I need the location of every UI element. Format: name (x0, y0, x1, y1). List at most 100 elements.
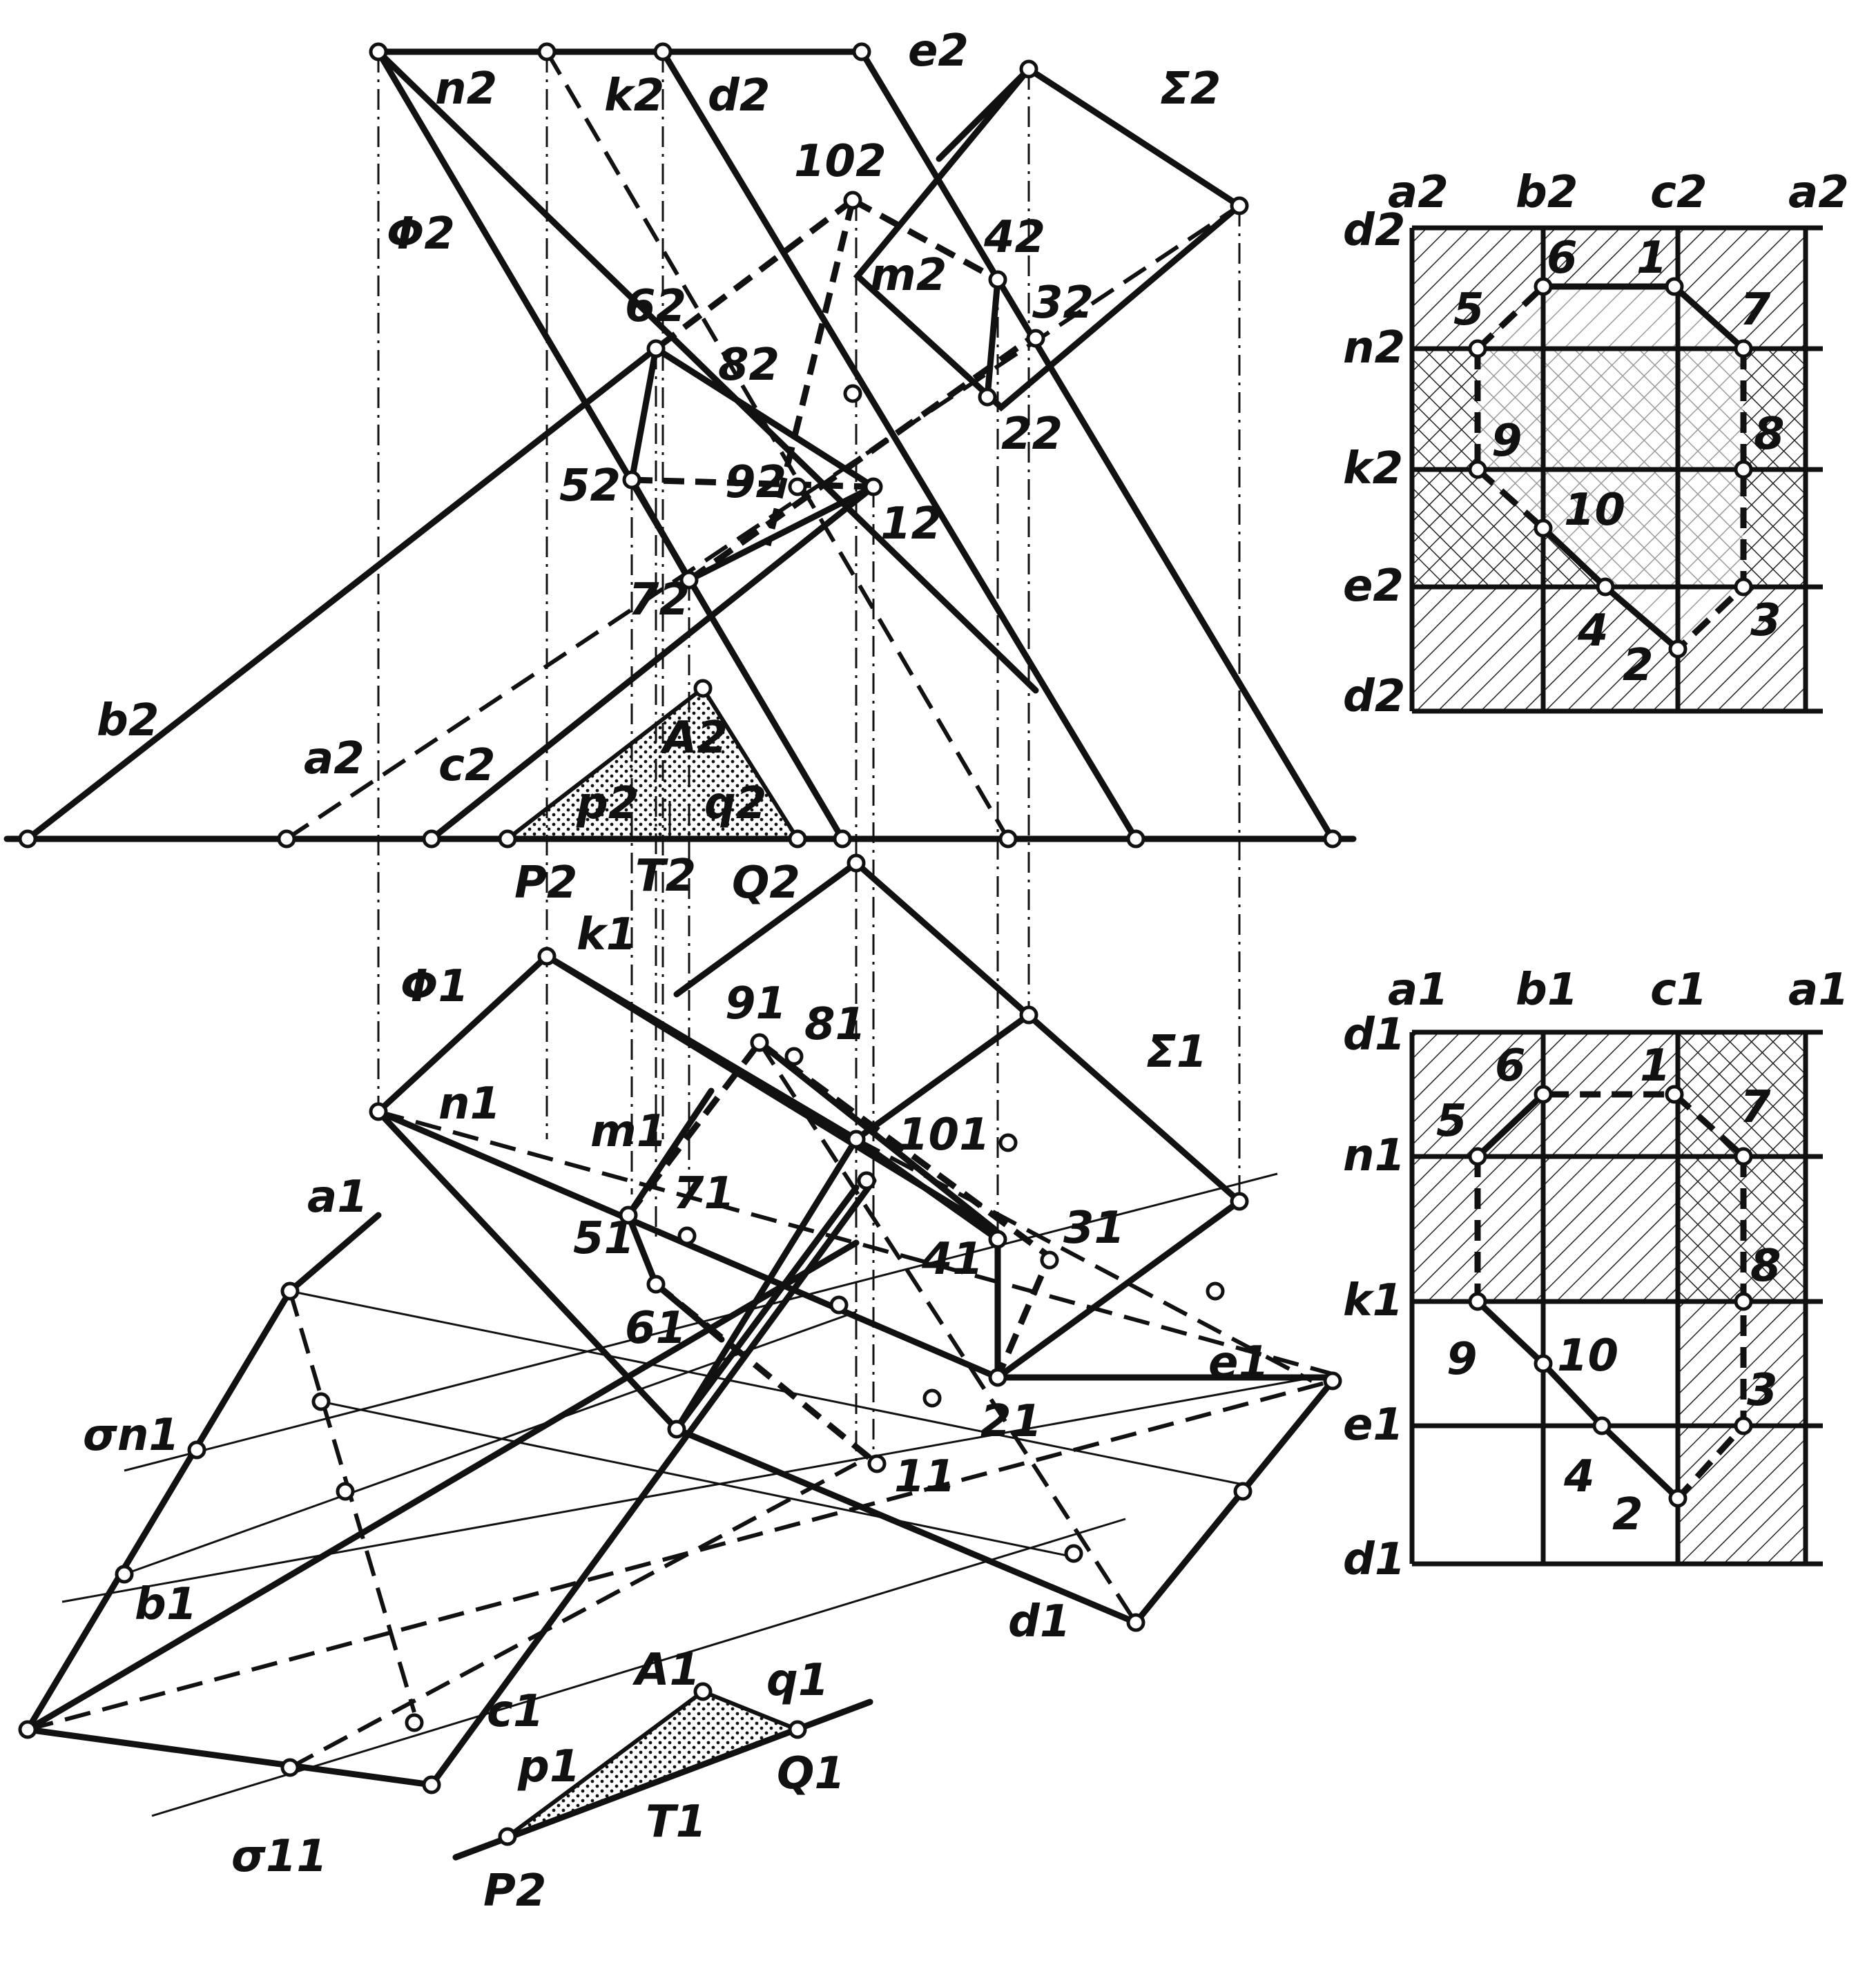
front-view: n2 k2 d2 e2 Σ2 Φ2 102 42 m2 32 62 82 22 … (3, 26, 1357, 1464)
grid-front-unfolding: a2 b2 c2 a2 d2 n2 k2 e2 d2 5 6 1 7 9 8 1… (1343, 167, 1849, 722)
label-10-2: 102 (794, 136, 887, 187)
label-P2-lower: P2 (483, 1866, 546, 1917)
label-sigma2: Σ2 (1160, 64, 1221, 115)
label-P2: P2 (514, 858, 577, 909)
label-d1: d1 (1008, 1596, 1070, 1647)
edge-n2 (375, 48, 1039, 694)
pyramid-sigma2 (853, 65, 1245, 412)
label-b1: b1 (135, 1579, 197, 1630)
svg-text:6: 6 (1495, 1040, 1526, 1092)
label-A1: A1 (632, 1645, 700, 1696)
label-8-2: 82 (718, 340, 780, 391)
label-T1: T1 (646, 1797, 706, 1848)
svg-text:9: 9 (1447, 1334, 1478, 1385)
svg-text:a2: a2 (1388, 167, 1449, 218)
label-7-1: 71 (673, 1168, 735, 1219)
svg-text:k1: k1 (1343, 1275, 1403, 1326)
label-sigma1: Σ1 (1146, 1027, 1207, 1078)
svg-text:k2: k2 (1343, 443, 1403, 494)
label-6-2: 62 (625, 281, 686, 332)
line-a2 (285, 204, 1241, 841)
svg-text:10: 10 (1564, 485, 1625, 536)
label-p1: p1 (517, 1741, 580, 1792)
edge-k2 (545, 50, 1010, 840)
line-b2 (24, 345, 659, 842)
label-3-1: 31 (1063, 1203, 1125, 1254)
svg-text:3: 3 (1747, 1365, 1778, 1416)
points-front (18, 42, 1342, 849)
label-8-1: 81 (804, 999, 866, 1050)
label-10-1: 101 (898, 1110, 990, 1161)
grid-top-unfolding: a1 b1 c1 a1 d1 n1 k1 e1 d1 6 1 5 7 8 9 1… (1343, 965, 1849, 1585)
svg-text:5: 5 (1453, 284, 1485, 336)
label-k2: k2 (604, 70, 664, 122)
triangle-A2 (501, 685, 802, 841)
label-p2: p2 (576, 778, 639, 829)
svg-text:6: 6 (1547, 233, 1578, 284)
label-b2: b2 (97, 695, 159, 746)
svg-text:10: 10 (1557, 1330, 1618, 1382)
label-n1: n1 (438, 1078, 501, 1130)
svg-text:d1: d1 (1343, 1534, 1405, 1585)
points-top (18, 853, 1342, 1846)
label-3-2: 32 (1032, 278, 1094, 329)
label-a2: a2 (304, 733, 365, 784)
svg-text:n1: n1 (1343, 1130, 1405, 1181)
label-5-1: 51 (573, 1213, 635, 1264)
label-c1: c1 (487, 1686, 543, 1737)
label-e2: e2 (908, 26, 969, 77)
svg-text:a1: a1 (1388, 965, 1449, 1016)
label-1-1: 11 (894, 1451, 956, 1502)
label-e1: e1 (1208, 1337, 1269, 1388)
label-7-2: 72 (628, 574, 690, 626)
line-c2 (428, 483, 877, 842)
label-phi1: Φ1 (400, 961, 469, 1012)
label-4-2: 42 (983, 212, 1045, 263)
svg-text:7: 7 (1740, 284, 1771, 336)
svg-text:b1: b1 (1516, 965, 1578, 1016)
svg-text:8: 8 (1750, 1241, 1781, 1292)
svg-text:c2: c2 (1650, 167, 1707, 218)
label-m2: m2 (870, 250, 947, 301)
label-A2: A2 (659, 713, 728, 764)
svg-text:b2: b2 (1516, 167, 1578, 218)
svg-text:5: 5 (1436, 1096, 1467, 1147)
svg-text:n2: n2 (1343, 322, 1405, 374)
line-c1 (428, 1177, 877, 1788)
edge-e2 (858, 48, 1336, 842)
label-m1: m1 (590, 1106, 667, 1157)
label-T2: T2 (635, 851, 696, 902)
label-1-2: 12 (880, 498, 942, 550)
svg-text:e2: e2 (1343, 561, 1404, 612)
label-9-1: 91 (725, 978, 786, 1029)
label-Q1: Q1 (777, 1748, 845, 1799)
label-d2: d2 (708, 70, 770, 122)
svg-text:1: 1 (1640, 1040, 1671, 1092)
svg-text:4: 4 (1577, 606, 1609, 657)
label-sigma-1-1: σ11 (231, 1831, 327, 1882)
label-q1: q1 (766, 1655, 829, 1706)
svg-text:8: 8 (1754, 409, 1785, 460)
section-polygon-top (543, 953, 1001, 1381)
svg-text:3: 3 (1750, 595, 1781, 646)
label-c2: c2 (438, 740, 495, 791)
line-b1 (24, 1288, 293, 1733)
svg-text:a2: a2 (1788, 167, 1849, 218)
label-a1: a1 (307, 1172, 368, 1223)
label-6-1: 61 (625, 1303, 686, 1354)
label-n2: n2 (435, 64, 497, 115)
label-2-1: 21 (980, 1396, 1042, 1447)
label-q2: q2 (704, 778, 766, 829)
label-k1: k1 (577, 909, 637, 960)
svg-text:a1: a1 (1788, 965, 1849, 1016)
edge-d2 (659, 48, 1139, 842)
svg-text:e1: e1 (1343, 1400, 1404, 1451)
svg-text:d1: d1 (1343, 1009, 1405, 1061)
label-Q2: Q2 (732, 858, 800, 909)
svg-text:2: 2 (1623, 640, 1654, 691)
svg-text:9: 9 (1491, 416, 1522, 467)
svg-text:7: 7 (1740, 1082, 1771, 1133)
label-phi2: Φ2 (387, 209, 455, 260)
label-sigma-n1: σn1 (83, 1410, 180, 1461)
